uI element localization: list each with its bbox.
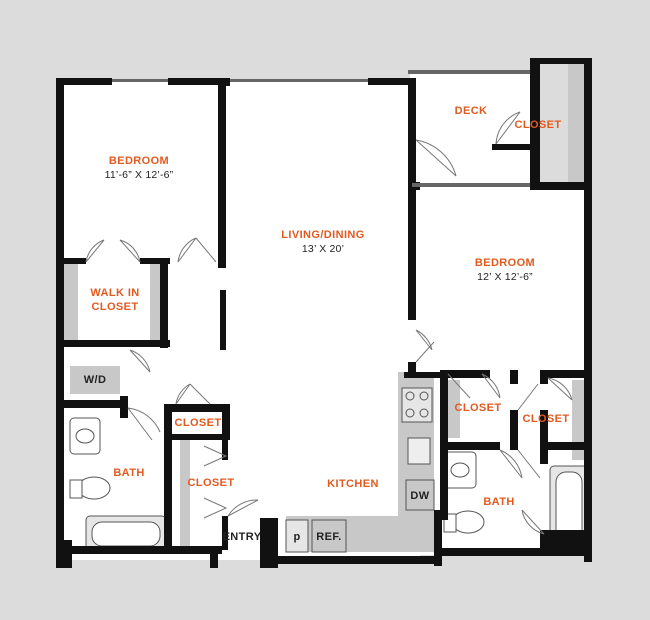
living-dining-title: LIVING/DINING <box>281 229 365 241</box>
bath1-label: BATH <box>113 467 145 479</box>
walls <box>56 58 592 568</box>
bedroom2-dimensions: 12’ X 12’-6” <box>477 271 533 283</box>
kitchen-label: KITCHEN <box>327 478 379 490</box>
walk-in-closet-line2: CLOSET <box>91 301 139 313</box>
walk-in-closet-line1: WALK IN <box>90 287 140 299</box>
refrigerator <box>311 519 347 553</box>
deck-closet-shelf <box>568 62 584 182</box>
bedroom2-label: BEDROOM 12’ X 12’-6” <box>450 256 560 284</box>
living-dining-label: LIVING/DINING 13’ X 20’ <box>258 228 388 256</box>
refrigerator-label: REF. <box>316 531 342 543</box>
bath1-toilet <box>77 476 111 500</box>
bath2-toilet <box>451 510 485 534</box>
burner-2 <box>419 391 429 401</box>
bedroom1-title: BEDROOM <box>108 155 170 167</box>
range <box>401 387 433 423</box>
entry-label: ENTRY <box>222 531 262 543</box>
kitchen-counter-horizontal <box>286 516 436 552</box>
bedroom2-closet-a-label: CLOSET <box>454 402 502 414</box>
washer-dryer-label: W/D <box>83 374 107 386</box>
door-swings <box>85 111 573 535</box>
living-dining-dimensions: 13’ X 20’ <box>301 243 345 255</box>
dishwasher <box>405 479 435 511</box>
entry-closet-shelf <box>180 440 190 550</box>
deck-closet-label: CLOSET <box>514 119 562 131</box>
burner-1 <box>405 391 415 401</box>
bedroom2-closet-b-label: CLOSET <box>522 413 570 425</box>
deck-label: DECK <box>454 105 488 117</box>
entry-closet-label: CLOSET <box>187 477 235 489</box>
closet-bed2-shelf-a <box>448 380 460 438</box>
bath2-label: BATH <box>483 496 515 508</box>
bedroom1-label: BEDROOM 11’-6” X 12’-6” <box>84 154 194 182</box>
pantry <box>285 519 309 553</box>
appliances <box>285 387 435 553</box>
bedroom1-dimensions: 11’-6” X 12’-6” <box>104 169 174 181</box>
closet-bed2-shelf-b <box>572 380 586 460</box>
walk-in-closet-label: WALK IN CLOSET <box>80 286 150 314</box>
washer-dryer <box>70 366 120 394</box>
pantry-label: p <box>293 531 301 543</box>
bath-fixtures <box>69 417 589 553</box>
closet-shelf-left <box>64 262 78 340</box>
burner-3 <box>405 408 415 418</box>
dishwasher-label: DW <box>410 490 430 502</box>
small-closet-label: CLOSET <box>174 417 222 429</box>
kitchen-sink <box>407 437 431 465</box>
burner-4 <box>419 408 429 418</box>
bedroom2-title: BEDROOM <box>474 257 536 269</box>
